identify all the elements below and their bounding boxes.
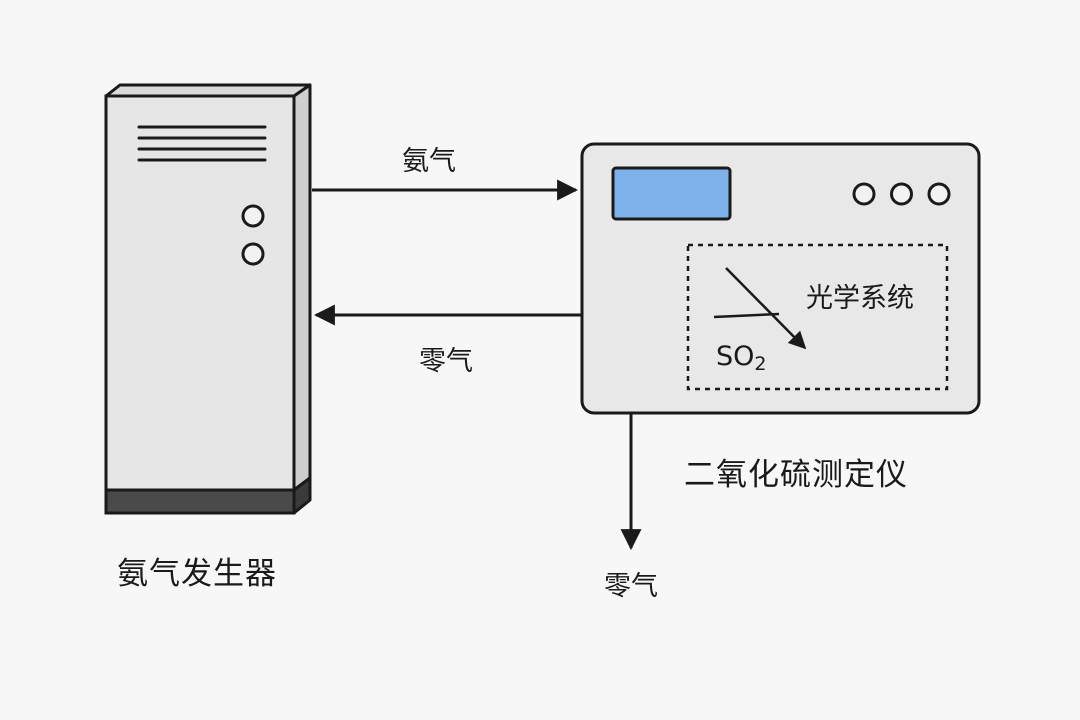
- zero-gas-return-label: 零气: [419, 346, 473, 377]
- optical-beam-arrow: [725, 267, 807, 350]
- analyzer-display-screen: [611, 166, 732, 221]
- zero-gas-exhaust-label: 零气: [604, 571, 658, 602]
- optical-system-box: [686, 243, 949, 391]
- generator-label: 氨气发生器: [117, 556, 277, 592]
- generator-base: [104, 488, 296, 515]
- so2-formula-label: SO2: [716, 341, 766, 375]
- generator-knob-top: [241, 204, 265, 228]
- generator-knob-bottom: [241, 242, 265, 266]
- so2-formula-subscript: 2: [754, 353, 767, 375]
- generator-front-face: [104, 94, 296, 492]
- analyzer-knob-row: [852, 182, 951, 206]
- so2-analyzer: [580, 142, 981, 415]
- so2-formula-main: SO: [716, 341, 755, 372]
- generator-vent-grille: [137, 125, 267, 162]
- analyzer-knob-2: [890, 182, 913, 206]
- analyzer-knob-1: [852, 182, 876, 206]
- generator-side-face: [292, 83, 312, 492]
- generator-top-face: [104, 83, 312, 98]
- analyzer-label: 二氧化硫测定仪: [684, 457, 908, 493]
- optical-system-label: 光学系统: [806, 283, 914, 314]
- analyzer-knob-3: [927, 182, 951, 206]
- ammonia-generator: [104, 83, 312, 515]
- optical-baseline: [713, 312, 780, 319]
- ammonia-flow-label: 氨气: [402, 146, 456, 177]
